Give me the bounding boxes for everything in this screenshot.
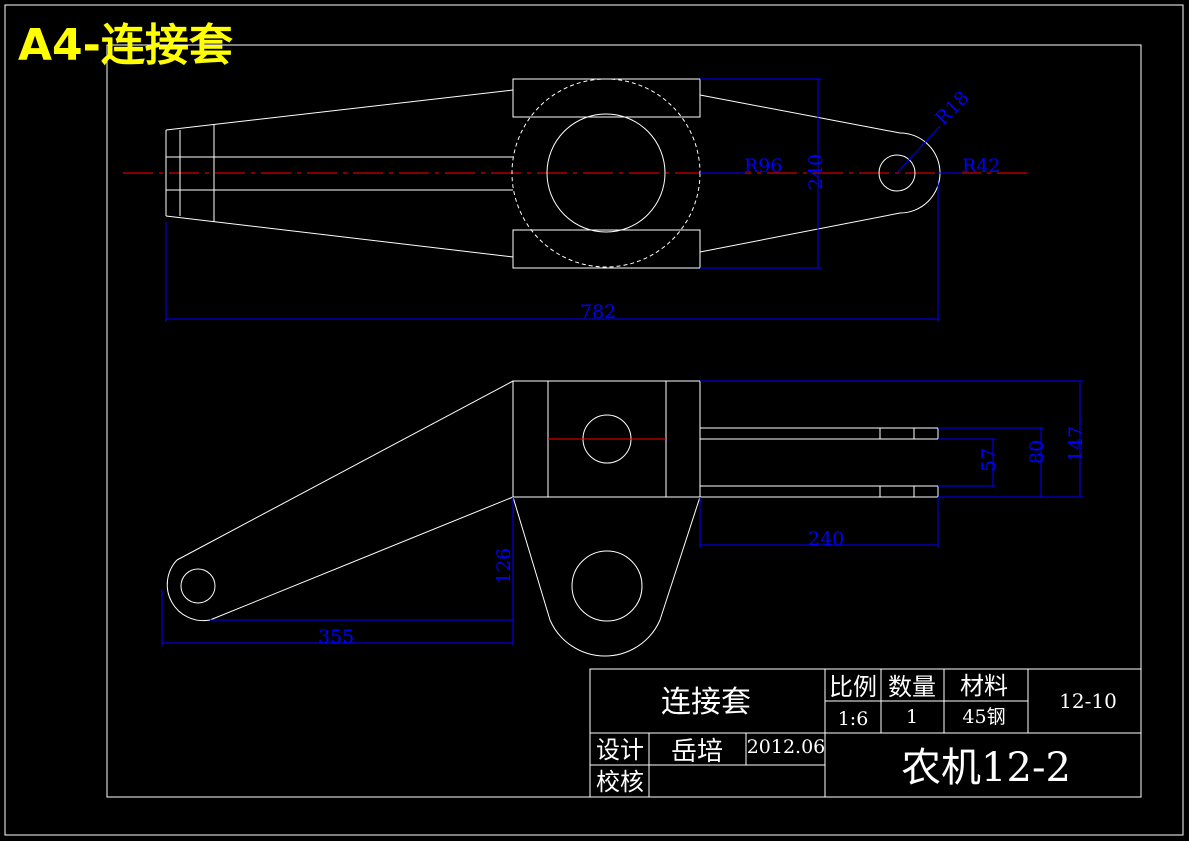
left-arm-upper-edge [176, 380, 514, 561]
dim-240-horizontal: 240 [808, 528, 844, 550]
top-edge-lower [165, 215, 514, 258]
left-arm-lower-edge [209, 496, 514, 621]
tb-drawing-number: 12-10 [1059, 689, 1117, 713]
tb-part-name: 连接套 [661, 685, 751, 720]
dim-240-vertical: 240 [805, 154, 827, 190]
tb-date: 2012.06 [747, 736, 826, 758]
tb-organization: 农机12-2 [901, 745, 1071, 791]
lower-lug-hole [571, 550, 643, 622]
tb-material-value: 45钢 [962, 706, 1005, 728]
tb-quantity-value: 1 [906, 706, 918, 728]
tb-scale-value: 1:6 [838, 708, 869, 730]
sheet-title: A4-连接套 [18, 20, 233, 71]
dim-782: 782 [580, 301, 616, 323]
front-view: 147 80 57 240 126 355 [161, 380, 1087, 657]
tb-material-label: 材料 [960, 672, 1008, 700]
tb-quantity-label: 数量 [888, 673, 936, 701]
dim-r42: R42 [962, 155, 1000, 177]
dim-r18: R18 [931, 87, 974, 130]
tb-designer: 岳培 [671, 737, 723, 767]
hub-block-bottom [512, 229, 701, 269]
dim-147: 147 [1065, 426, 1087, 462]
tb-scale-label: 比例 [829, 673, 877, 701]
hub-block-top [512, 78, 701, 118]
left-arm-hole [180, 568, 216, 604]
dim-126: 126 [493, 548, 515, 584]
dim-355: 355 [318, 626, 354, 648]
top-view: 240 782 R96 R18 R42 [123, 78, 1032, 323]
lower-lug [512, 496, 701, 657]
outer-border [4, 4, 1184, 836]
fork-tine-lower [699, 485, 939, 498]
title-block: 连接套 比例 数量 材料 12-10 1:6 1 45钢 设计 岳培 2012.… [589, 668, 1142, 798]
dim-57: 57 [978, 448, 1000, 472]
dim-r96: R96 [744, 155, 782, 177]
tb-check-label: 校核 [596, 768, 644, 796]
dim-80: 80 [1026, 440, 1048, 464]
arm-end-hole [878, 154, 916, 192]
tb-design-label: 设计 [596, 736, 644, 764]
fork-tine-upper [699, 427, 939, 440]
top-edge-upper [165, 89, 514, 131]
hub-bore-circle [546, 113, 666, 233]
